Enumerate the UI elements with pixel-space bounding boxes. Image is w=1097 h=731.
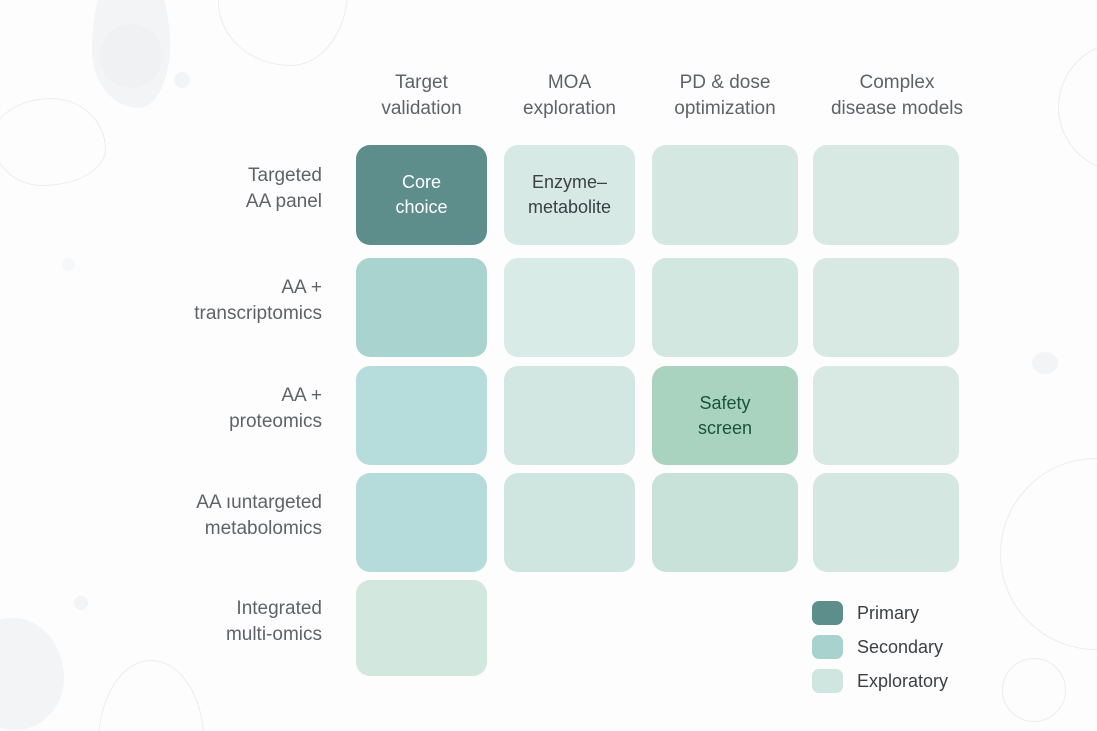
legend-item-primary[interactable]: Primary (812, 596, 948, 630)
background-ring-large-right (1000, 458, 1097, 650)
background-ring-far-right-edge (1058, 42, 1097, 172)
row-label-1: AA + transcriptomics (194, 277, 322, 324)
matrix-cell-1-0[interactable] (356, 258, 487, 357)
matrix-cell-0-2[interactable] (652, 145, 798, 245)
legend-label-exploratory: Exploratory (857, 671, 949, 691)
row-label-4: Integrated multi-omics (225, 598, 322, 645)
legend-item-secondary[interactable]: Secondary (812, 630, 948, 664)
matrix-cell-3-3[interactable] (813, 473, 959, 572)
matrix-cell-2-1[interactable] (504, 366, 635, 465)
matrix-cell-0-3[interactable] (813, 145, 959, 245)
background-ring-small-right (1002, 658, 1066, 722)
background-blob-top-left-lobe (100, 24, 162, 88)
matrix-cell-2-0[interactable] (356, 366, 487, 465)
matrix-cell-0-0[interactable]: Core choice (356, 145, 487, 245)
matrix-cell-3-2[interactable] (652, 473, 798, 572)
legend-swatch-secondary (812, 635, 843, 659)
matrix-cell-1-2[interactable] (652, 258, 798, 357)
column-header-0: Target validation (381, 72, 462, 119)
matrix-cell-2-2[interactable]: Safety screen (652, 366, 798, 465)
row-label-3: AA ıuntargeted metabolomics (196, 492, 322, 539)
matrix-cell-1-3[interactable] (813, 258, 959, 357)
column-header-2: PD & dose optimization (674, 72, 776, 119)
legend-swatch-primary (812, 601, 843, 625)
background-dot-top (174, 72, 190, 88)
matrix-cell-0-1[interactable]: Enzyme– metabolite (504, 145, 635, 245)
background-ring-bottom-center (98, 660, 204, 731)
background-dot-upper-right (1032, 352, 1058, 374)
row-label-0: Targeted AA panel (245, 165, 322, 212)
background-blob-top-left (92, 0, 170, 108)
matrix-cell-3-1[interactable] (504, 473, 635, 572)
matrix-cell-1-1[interactable] (504, 258, 635, 357)
row-label-2: AA + proteomics (229, 385, 322, 432)
column-header-3: Complex disease models (830, 72, 964, 119)
matrix-cell-4-0[interactable] (356, 580, 487, 676)
legend-label-secondary: Secondary (857, 637, 944, 657)
matrix-cell-2-3[interactable] (813, 366, 959, 465)
background-dot-left-mid (62, 258, 75, 271)
legend-item-exploratory[interactable]: Exploratory (812, 664, 948, 698)
legend: Primary Secondary Exploratory (812, 596, 948, 698)
background-ring-top-right (218, 0, 348, 66)
column-header-1: MOA exploration (523, 72, 616, 119)
matrix-cell-3-0[interactable] (356, 473, 487, 572)
legend-swatch-exploratory (812, 669, 843, 693)
legend-label-primary: Primary (857, 603, 919, 623)
